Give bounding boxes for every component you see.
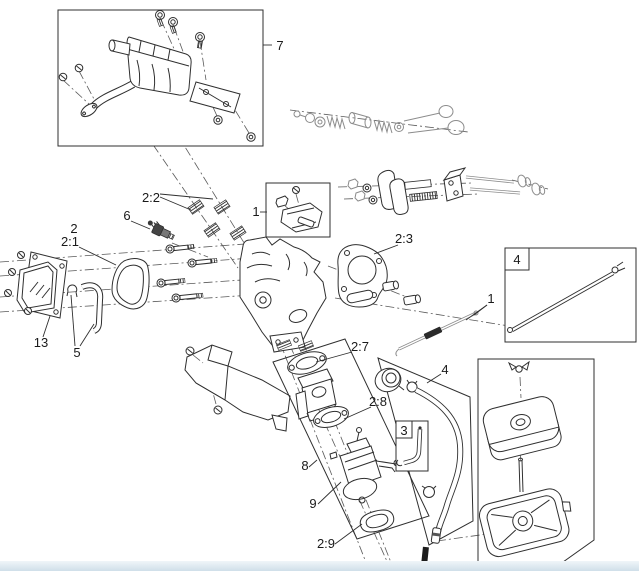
muffler-assembly: [58, 10, 256, 142]
carburetor-group-box: [272, 338, 430, 540]
fuel-outlet-fitting: [430, 527, 442, 544]
air-cleaner-box: [477, 358, 595, 568]
carb-insulator: [295, 368, 337, 422]
callout-intake-gasket-upper: 2:7: [351, 339, 369, 354]
callout-studs: 2:2: [142, 190, 160, 205]
intake-gasket-upper: [287, 351, 327, 375]
rod-inset-label-box: [504, 247, 530, 271]
muffler-bolts: [58, 10, 256, 142]
fuel-elbow-pipe: [396, 426, 423, 467]
callout-muffler-box: 7: [276, 38, 283, 53]
callout-intake-gasket-lower: 2:8: [369, 394, 387, 409]
intake-gasket-lower: [313, 406, 349, 428]
fuel-line-group-box: [377, 357, 474, 546]
fuel-pipe-inset-box: [395, 420, 429, 472]
carburetor: [329, 427, 401, 504]
hose-clamp-lower: [421, 485, 437, 498]
air-cleaner-cover: [482, 396, 562, 461]
governor-rod: [507, 261, 626, 333]
valve-train-row: [293, 105, 465, 135]
rocker-arm-group: [347, 167, 546, 215]
exhaust-pipe: [80, 80, 136, 118]
spark-plug: [147, 220, 175, 240]
air-cleaner-base: [478, 488, 572, 558]
air-filter-stud: [518, 457, 524, 493]
callout-valve-cover-gasket: 2:1: [61, 234, 79, 249]
callout-fuel-line-box: 4: [441, 362, 448, 377]
hose-clamp-upper: [406, 379, 418, 393]
valve-cover: [4, 251, 68, 319]
rocker-bracket: [442, 167, 467, 202]
fuel-hose: [414, 387, 464, 533]
leader-lines: [42, 44, 488, 545]
callout-labels: 7 2:2 6 2 2:1 1 2:3 13 5 1 4 4 2:7 2:8 3…: [34, 38, 521, 551]
callout-rod-box: 4: [513, 252, 520, 267]
head-bolts: [156, 244, 218, 303]
tube-clip: [66, 284, 78, 298]
bottom-band: [0, 561, 639, 571]
push-rods: [465, 175, 521, 195]
callout-head-gasket: 2:3: [395, 231, 413, 246]
carb-studs: [275, 339, 315, 352]
callout-breather-tube: 5: [73, 345, 80, 360]
cylinder-head: [239, 236, 327, 353]
callout-carb-gasket: 2:9: [317, 536, 335, 551]
primer-bulb: [374, 367, 405, 393]
governor-bracket: [275, 186, 323, 233]
muffler-bracket: [189, 81, 241, 114]
head-gasket: [337, 244, 388, 308]
valve-cover-screws: [4, 251, 32, 315]
callout-fuel-pipe-box: 3: [400, 423, 407, 438]
callout-carburetor-box: 8: [301, 458, 308, 473]
breather-tube: [66, 282, 104, 334]
throttle-rod-spring: [395, 310, 479, 357]
callout-spark-plug: 6: [123, 208, 130, 223]
fuel-pipe-label-box: [395, 420, 413, 439]
wing-nut: [507, 360, 530, 373]
head-cap-nuts: [382, 280, 421, 306]
rod-inset-box: [504, 247, 637, 343]
muffler-body: [108, 36, 192, 96]
cylinder-studs: [187, 199, 247, 241]
rod-clip: [616, 261, 626, 272]
heat-shield: [184, 344, 291, 432]
callout-valve-cover: 13: [34, 335, 48, 350]
callout-throttle-rod: 1: [487, 291, 494, 306]
carb-gasket: [359, 509, 395, 533]
valve-cover-gasket: [111, 258, 150, 310]
callout-carburetor: 9: [309, 496, 316, 511]
pipe-clip: [396, 459, 403, 467]
callout-governor-bracket-box: 1: [252, 204, 259, 219]
callout-gasket-group: 2: [70, 221, 77, 236]
valve-caps: [517, 174, 546, 196]
